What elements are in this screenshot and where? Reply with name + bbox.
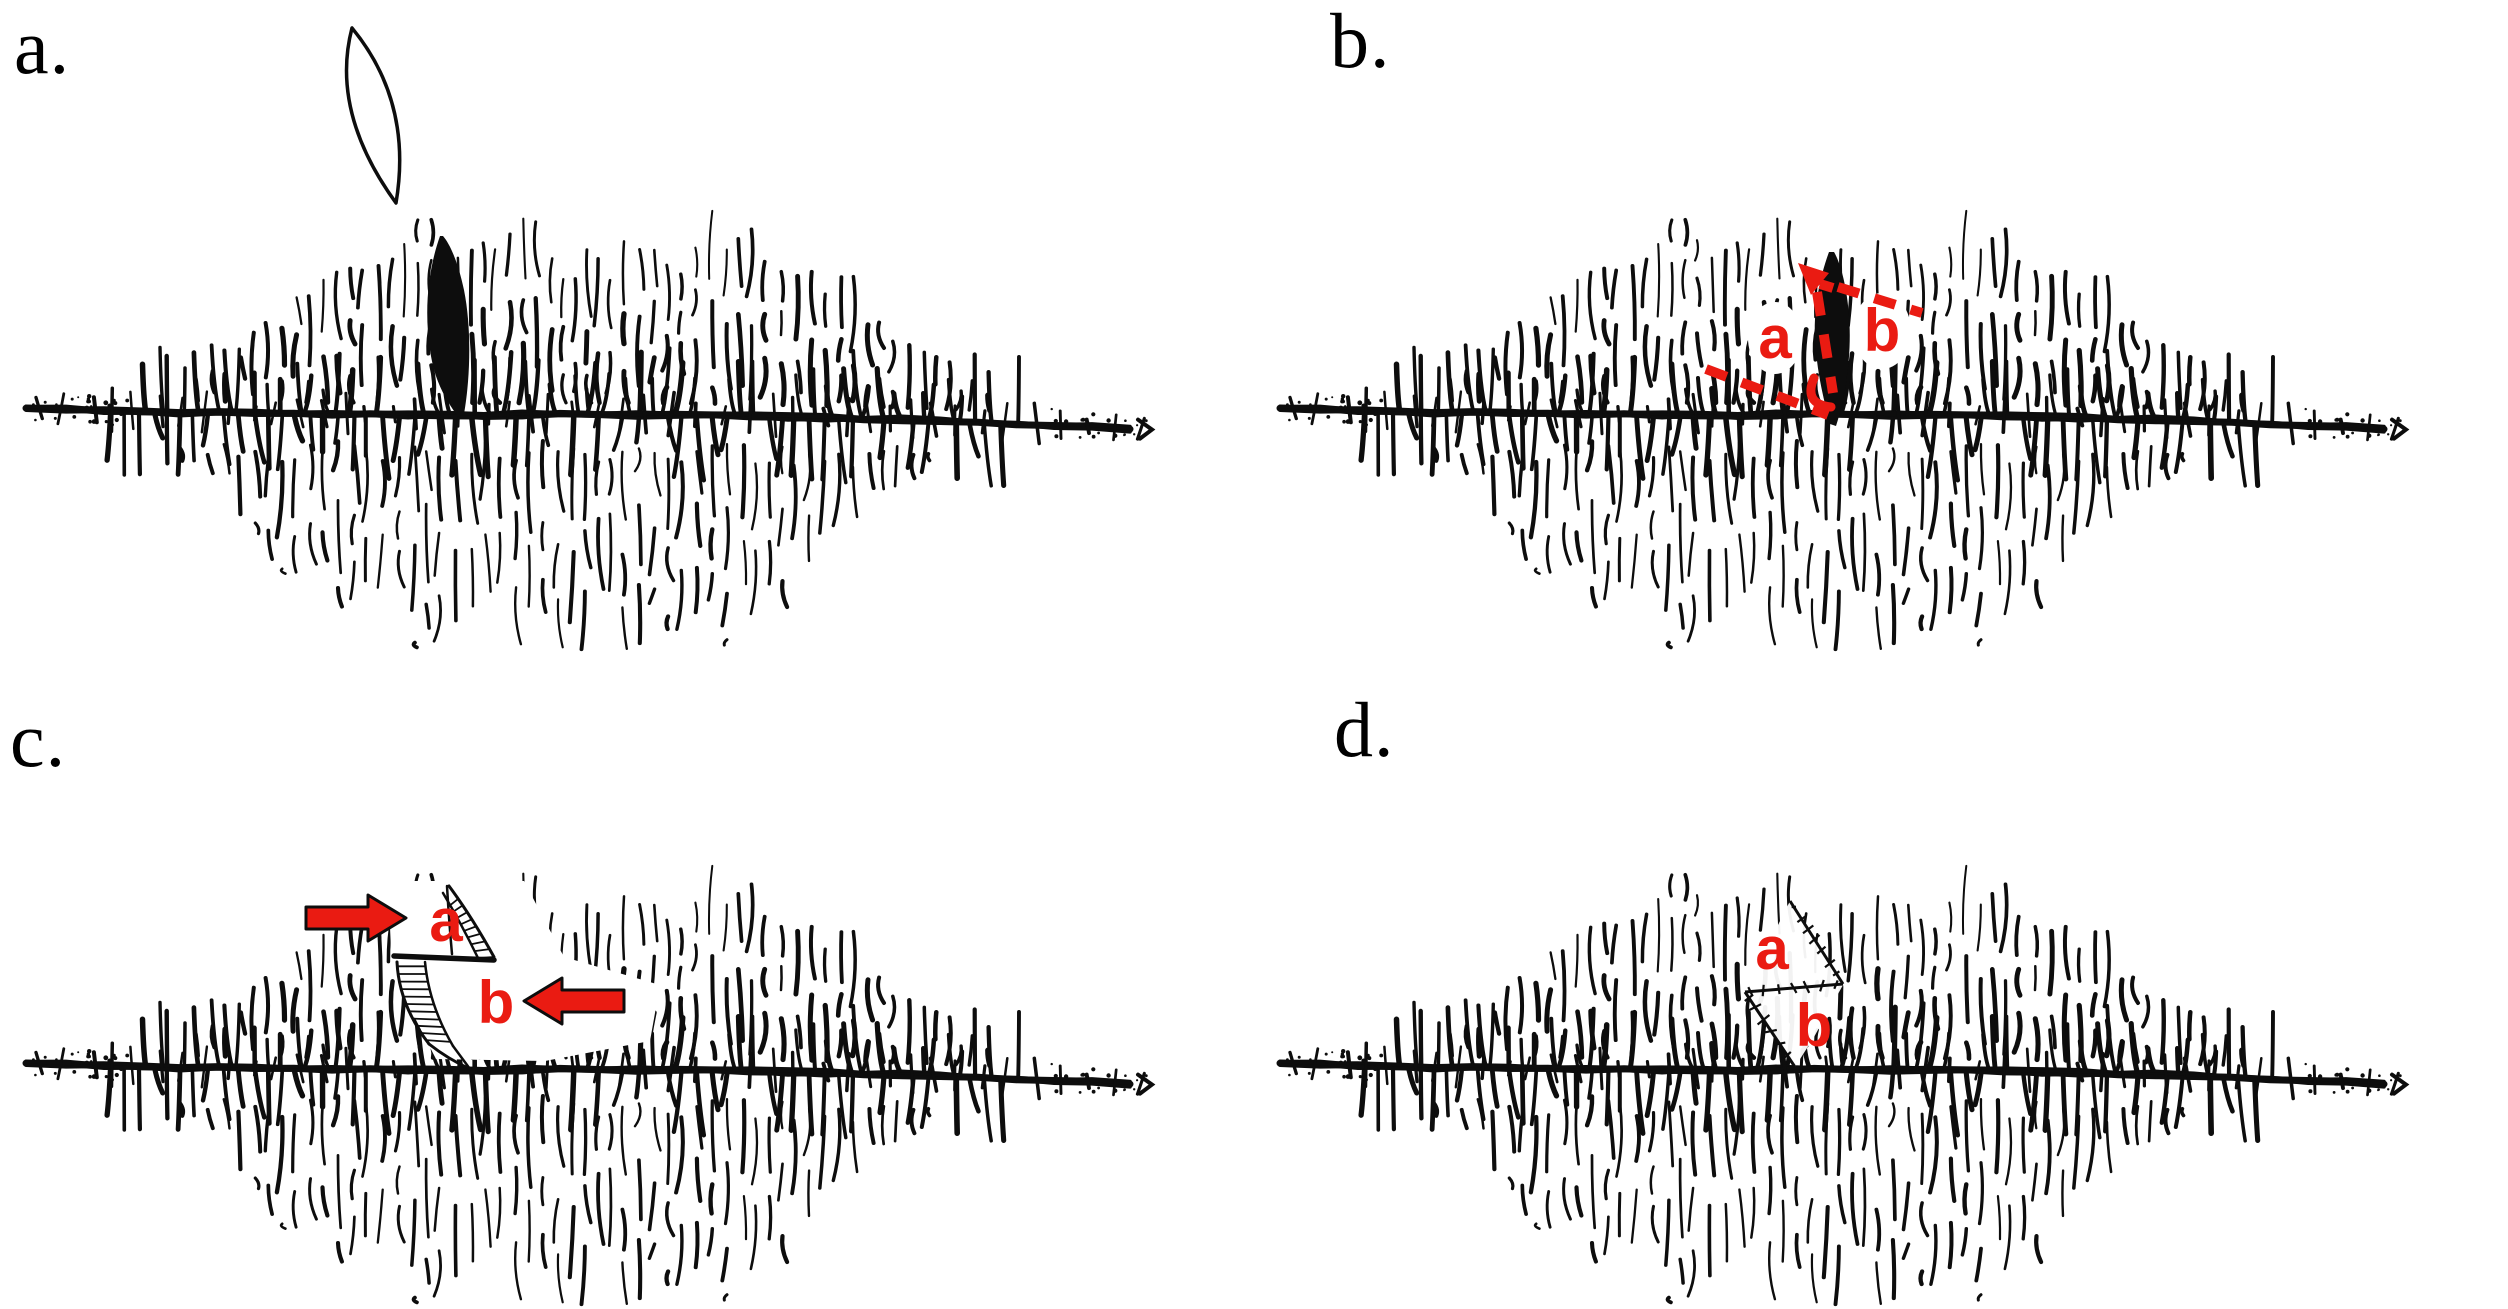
panel-d: d. a b — [1254, 655, 2508, 1309]
dashed-arrow-up-left-icon — [1798, 263, 1829, 295]
panel-label-d: d. — [1334, 686, 1395, 773]
zplasty-suture-line — [1743, 900, 1845, 1068]
zplasty-limb-label-a: a — [1758, 304, 1792, 371]
lip-scar — [427, 236, 470, 417]
panel-c-overlay — [304, 881, 660, 1071]
arrow-left-icon — [522, 976, 626, 1026]
lip-scar — [1814, 252, 1850, 426]
suture-label-b: b — [1795, 992, 1833, 1059]
lips-drawing-b — [1276, 209, 2410, 652]
panel-a: a. — [0, 0, 1254, 654]
suture-label-a: a — [1755, 915, 1789, 982]
panel-a-overlay — [344, 26, 470, 417]
lips-drawing-c — [22, 864, 1156, 1307]
lip-illustration — [1276, 864, 2410, 1307]
flap-label-a: a — [429, 887, 463, 954]
panel-d-overlay — [1743, 900, 1845, 1068]
zplasty-design-lines — [1704, 263, 1924, 420]
flap-label-b: b — [477, 969, 515, 1036]
transposed-flaps — [391, 884, 497, 1071]
panel-label-c: c. — [10, 696, 67, 783]
panel-b-overlay — [1704, 252, 1924, 426]
panel-label-b: b. — [1330, 0, 1391, 84]
excision-ellipse-outline — [344, 26, 402, 205]
panel-label-a: a. — [14, 3, 71, 90]
panel-c: c. a b — [0, 655, 1254, 1309]
zplasty-limb-label-b: b — [1863, 297, 1901, 364]
lip-illustration — [22, 209, 1156, 652]
lips-drawing-a — [22, 26, 1156, 652]
panel-b: b. a b — [1254, 0, 2508, 654]
lip-illustration — [22, 864, 1156, 1307]
arrow-right-icon — [304, 893, 408, 943]
lips-drawing-d — [1276, 864, 2410, 1307]
